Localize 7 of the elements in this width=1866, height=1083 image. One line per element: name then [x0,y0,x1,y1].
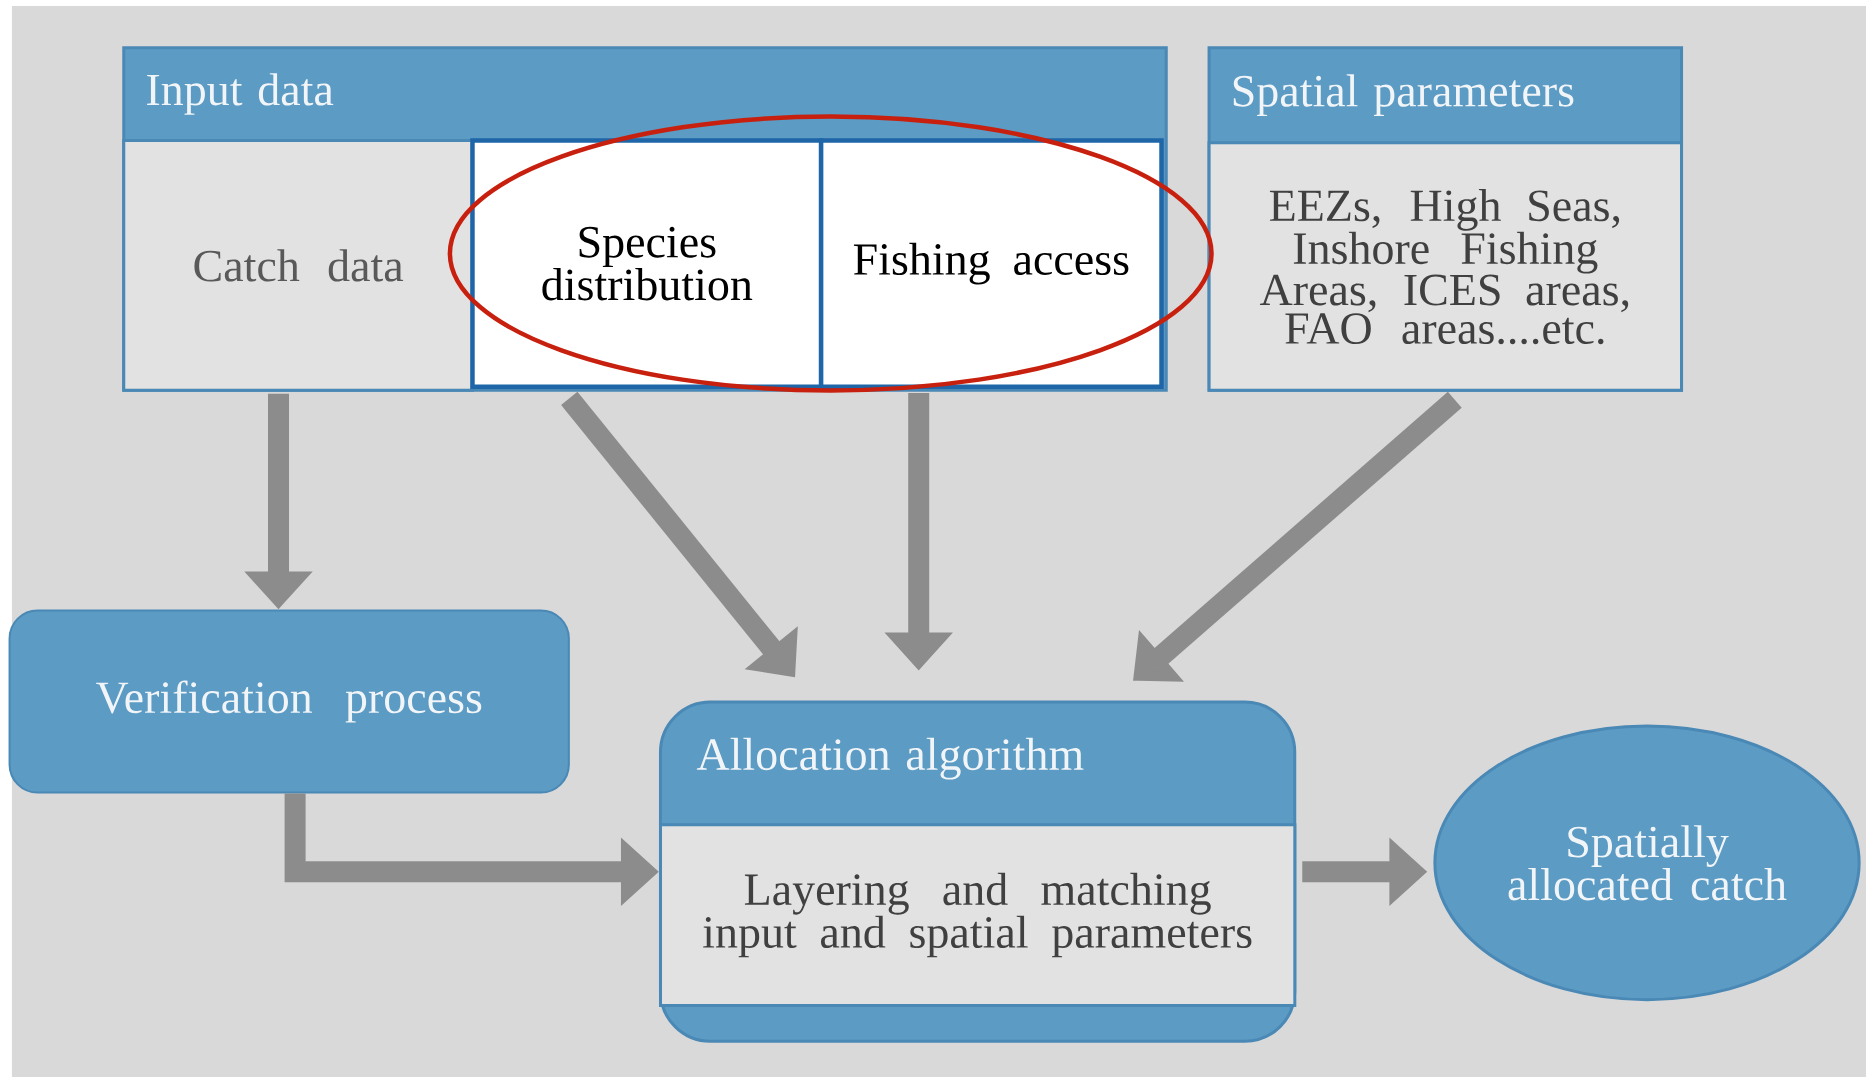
process-box: Allocation algorithm Layering and matching input and spatial parameters [658,700,1297,1043]
data-cell: Fishing access [818,138,1164,389]
process-box: Verification process [8,609,570,794]
arrow [1133,391,1462,682]
panel-box: Spatial parameters EEZs, High Seas, Inshore Fishing Areas, ICES areas, FAO areas....etc. [1207,46,1684,392]
data-cell: Species distribution [470,138,824,389]
data-cell: Catch data [122,138,474,392]
